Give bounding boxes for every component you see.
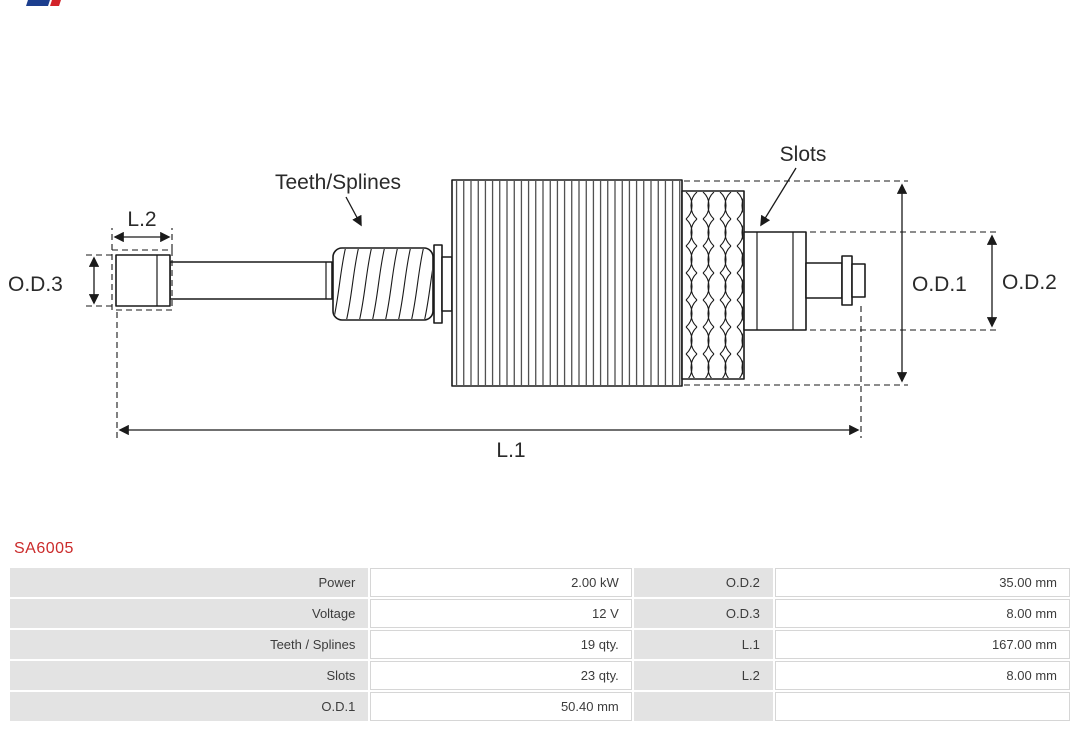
shaft-right [805,262,843,299]
spec-label: Power [10,568,369,597]
l2-dashed-box [111,249,173,311]
spec-label [633,692,773,721]
table-row: O.D.1 50.40 mm [10,692,1070,721]
od1-label: O.D.1 [912,273,967,296]
shaft-end-cap [115,254,171,307]
brand-logo-blue-shape [26,0,50,6]
shaft-right-flange [841,255,853,306]
l2-label: L.2 [127,208,156,231]
collar-ring-2 [441,256,453,312]
slots-label: Slots [780,143,827,166]
teeth-splines-pointer-arrow [345,196,362,227]
armature-drawing [115,179,866,387]
spec-value: 12 V [370,599,632,628]
spline-hatching [334,249,432,319]
dimension-labels: Teeth/Splines Slots L.2 O.D.3 O.D.1 O.D.… [8,143,1057,462]
od2-label: O.D.2 [1002,271,1057,294]
table-row: Teeth / Splines 19 qty. L.1 167.00 mm [10,630,1070,659]
spec-label: L.1 [633,630,773,659]
core-laminations [453,181,681,385]
part-number: SA6005 [14,540,74,557]
spec-value: 8.00 mm [774,599,1070,628]
shaft-right-stub [851,263,866,298]
armature-diagram: Teeth/Splines Slots L.2 O.D.3 O.D.1 O.D.… [8,143,1057,462]
spec-value: 50.40 mm [370,692,632,721]
spec-value: 19 qty. [370,630,632,659]
brand-logo [26,0,61,6]
spec-value: 23 qty. [370,661,632,690]
spec-table: Power 2.00 kW O.D.2 35.00 mm Voltage 12 … [8,566,1072,723]
spec-label: Slots [10,661,369,690]
spec-value [774,692,1070,721]
spec-label: O.D.2 [633,568,773,597]
teeth-splines-label: Teeth/Splines [275,171,401,194]
spec-value: 35.00 mm [774,568,1070,597]
shaft-left [169,261,333,300]
l1-label: L.1 [496,439,525,462]
slots-pointer-arrow [760,167,797,227]
spec-value: 8.00 mm [774,661,1070,690]
spec-label: O.D.1 [10,692,369,721]
table-row: Voltage 12 V O.D.3 8.00 mm [10,599,1070,628]
spec-label: Voltage [10,599,369,628]
winding-texture [683,192,743,378]
table-row: Power 2.00 kW O.D.2 35.00 mm [10,568,1070,597]
dimension-arrows [88,167,998,436]
spec-label: Teeth / Splines [10,630,369,659]
spec-label: O.D.3 [633,599,773,628]
brand-logo-red-shape [50,0,61,6]
spec-label: L.2 [633,661,773,690]
spec-value: 167.00 mm [774,630,1070,659]
collar-ring-1 [433,244,443,324]
spec-value: 2.00 kW [370,568,632,597]
od3-label: O.D.3 [8,273,63,296]
table-row: Slots 23 qty. L.2 8.00 mm [10,661,1070,690]
commutator [743,231,807,331]
